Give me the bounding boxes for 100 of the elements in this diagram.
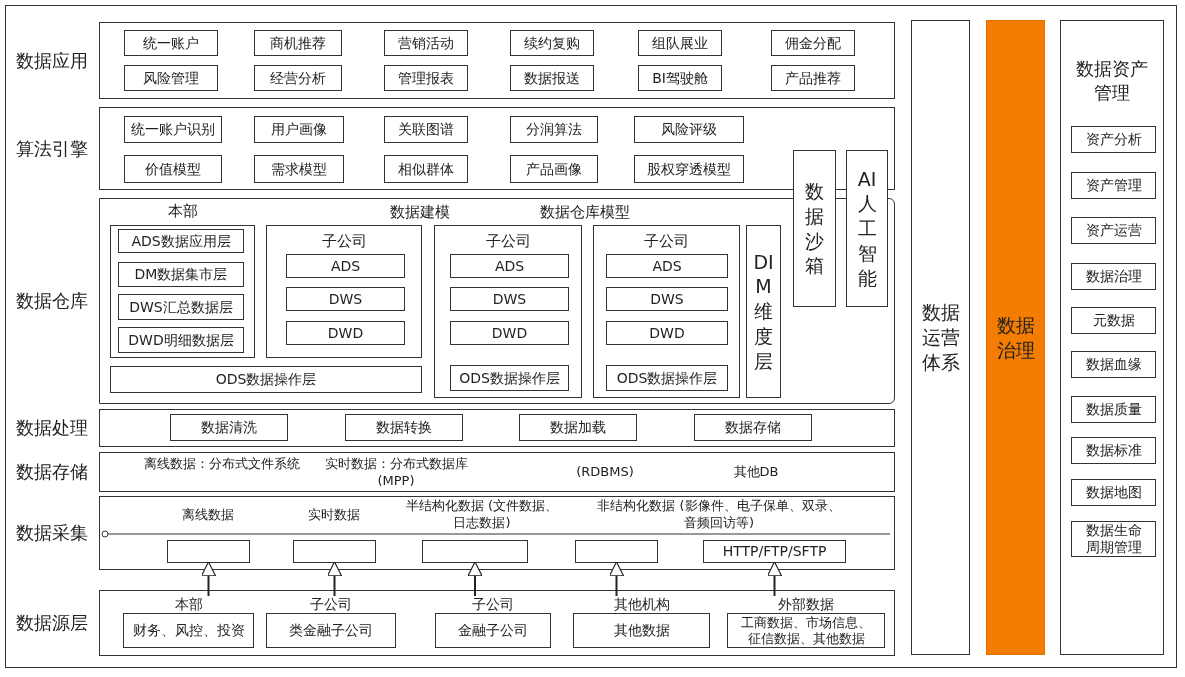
text-label: (RDBMS) bbox=[575, 464, 635, 481]
source-box: 金融子公司 bbox=[435, 613, 551, 648]
module-box: BI驾驶舱 bbox=[638, 65, 722, 91]
arrow bbox=[766, 561, 783, 597]
module-box: 数据存储 bbox=[694, 414, 812, 441]
source-box: 其他数据 bbox=[573, 613, 710, 648]
text-label: 半结构化数据 (文件数据、日志数据) bbox=[404, 498, 560, 532]
text-label: 离线数据 bbox=[181, 507, 235, 524]
layer-label: 算法引擎 bbox=[15, 136, 89, 161]
text-label: 其他DB bbox=[732, 464, 780, 481]
module-box: 分润算法 bbox=[510, 116, 598, 143]
module-box: ADS bbox=[606, 254, 728, 278]
group-heading: 子公司 bbox=[484, 232, 532, 251]
module-box: HTTP/FTP/SFTP bbox=[703, 540, 846, 563]
module-box: 数据治理 bbox=[1071, 263, 1156, 290]
module-box: 数据质量 bbox=[1071, 396, 1156, 423]
group-heading: 本部 bbox=[166, 202, 199, 221]
module-box: 营销活动 bbox=[384, 30, 468, 56]
module-box: 续约复购 bbox=[510, 30, 594, 56]
group-heading: 子公司 bbox=[320, 232, 368, 251]
module-box: 价值模型 bbox=[124, 155, 222, 183]
module-box: DM数据集市层 bbox=[118, 262, 244, 287]
module-box: 数据地图 bbox=[1071, 479, 1156, 506]
source-heading: 其他机构 bbox=[612, 596, 671, 614]
group-heading: 子公司 bbox=[643, 232, 690, 251]
layer-label: 数据应用 bbox=[15, 48, 89, 73]
arrow bbox=[467, 561, 483, 597]
module-box: 相似群体 bbox=[384, 155, 468, 183]
text-label: 离线数据：分布式文件系统 bbox=[143, 456, 301, 473]
source-heading: 本部 bbox=[173, 596, 204, 614]
module-box: DWD bbox=[450, 321, 569, 345]
module-box: DWD bbox=[606, 321, 728, 345]
module-box: 数据生命周期管理 bbox=[1071, 521, 1156, 557]
module-box: 产品画像 bbox=[510, 155, 598, 183]
module-box: 数据加载 bbox=[519, 414, 637, 441]
source-box: 工商数据、市场信息、征信数据、其他数据 bbox=[727, 613, 885, 648]
layer-label: 数据采集 bbox=[15, 521, 89, 545]
group-heading: 数据资产管理 bbox=[1075, 57, 1149, 106]
module-box: 数据血缘 bbox=[1071, 351, 1156, 378]
vertical-panel: DIM维度层 bbox=[746, 225, 781, 398]
module-box: 商机推荐 bbox=[254, 30, 342, 56]
module-box: DWS bbox=[450, 287, 569, 311]
layer-label: 数据源层 bbox=[15, 611, 89, 635]
group-frame bbox=[266, 225, 422, 358]
module-box: 统一账户识别 bbox=[124, 116, 222, 143]
text-label: 实时数据 bbox=[307, 507, 361, 524]
module-box: ADS数据应用层 bbox=[118, 229, 244, 253]
source-box: 类金融子公司 bbox=[266, 613, 396, 648]
module-box: 需求模型 bbox=[254, 155, 344, 183]
governance-column: 数据治理 bbox=[986, 20, 1045, 655]
module-box: ADS bbox=[286, 254, 405, 278]
module-box: ODS数据操作层 bbox=[606, 365, 728, 391]
arrow bbox=[326, 561, 343, 597]
layer-label: 数据仓库 bbox=[15, 289, 89, 313]
module-box: ODS数据操作层 bbox=[110, 366, 422, 393]
module-box: 经营分析 bbox=[254, 65, 342, 91]
module-box: 数据转换 bbox=[345, 414, 463, 441]
module-box: ADS bbox=[450, 254, 569, 278]
module-box: 统一账户 bbox=[124, 30, 218, 56]
tool-box bbox=[422, 540, 528, 563]
vertical-panel: 数据沙箱 bbox=[793, 150, 836, 307]
module-box: 组队展业 bbox=[638, 30, 722, 56]
module-box: 风险评级 bbox=[634, 116, 744, 143]
module-box: 数据清洗 bbox=[170, 414, 288, 441]
module-box: 管理报表 bbox=[384, 65, 468, 91]
vertical-panel: 数据运营体系 bbox=[911, 20, 970, 655]
module-box: 产品推荐 bbox=[771, 65, 855, 91]
layer-label: 数据处理 bbox=[15, 416, 89, 440]
module-box: 用户画像 bbox=[254, 116, 344, 143]
tool-box bbox=[293, 540, 376, 563]
tool-box bbox=[167, 540, 250, 563]
module-box: ODS数据操作层 bbox=[450, 365, 569, 391]
tool-box bbox=[575, 540, 658, 563]
source-heading: 外部数据 bbox=[777, 596, 835, 614]
module-box: 数据报送 bbox=[510, 65, 594, 91]
module-box: 元数据 bbox=[1071, 307, 1156, 334]
group-frame bbox=[434, 225, 582, 398]
module-box: 资产运营 bbox=[1071, 217, 1156, 244]
vertical-panel: AI人工智能 bbox=[846, 150, 888, 307]
source-heading: 子公司 bbox=[471, 596, 515, 614]
module-box: 资产管理 bbox=[1071, 172, 1156, 199]
module-box: DWS汇总数据层 bbox=[118, 294, 244, 320]
module-box: DWS bbox=[286, 287, 405, 311]
module-box: 佣金分配 bbox=[771, 30, 855, 56]
text-label: 数据仓库模型 bbox=[539, 203, 631, 223]
side-panel bbox=[1060, 20, 1164, 655]
module-box: 股权穿透模型 bbox=[634, 155, 744, 183]
module-box: 关联图谱 bbox=[384, 116, 468, 143]
module-box: 数据标准 bbox=[1071, 437, 1156, 464]
module-box: 风险管理 bbox=[124, 65, 218, 91]
layer-label: 数据存储 bbox=[15, 460, 89, 484]
module-box: DWD明细数据层 bbox=[118, 327, 244, 353]
arrow bbox=[200, 561, 217, 597]
module-box: DWS bbox=[606, 287, 728, 311]
text-label: 实时数据：分布式数据库 (MPP) bbox=[323, 456, 469, 490]
source-heading: 子公司 bbox=[309, 596, 353, 614]
source-box: 财务、风控、投资 bbox=[123, 613, 254, 648]
module-box: 资产分析 bbox=[1071, 126, 1156, 153]
module-box: DWD bbox=[286, 321, 405, 345]
text-label: 非结构化数据 (影像件、电子保单、双录、音频回访等) bbox=[596, 498, 842, 532]
